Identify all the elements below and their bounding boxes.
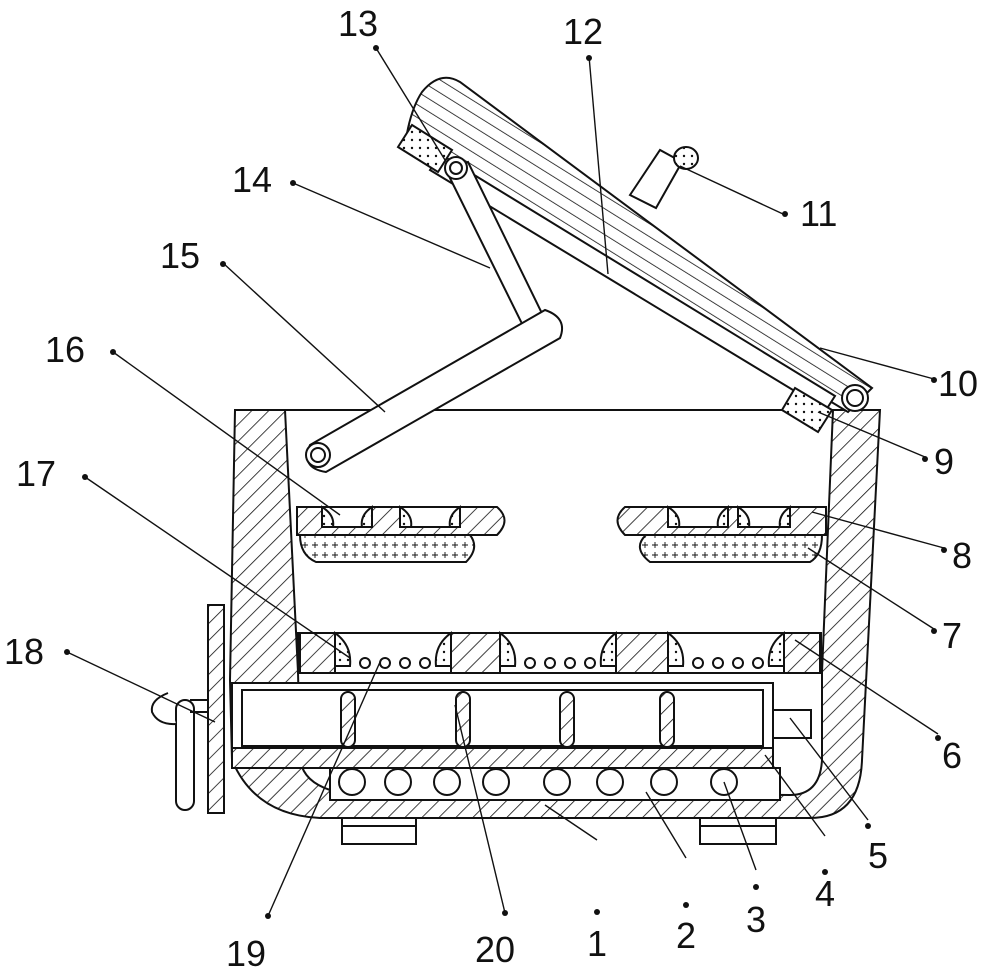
label-19: 19 <box>226 933 266 974</box>
drawer-pins <box>340 691 675 748</box>
support-rod <box>305 308 564 474</box>
label-14: 14 <box>232 159 272 200</box>
label-5: 5 <box>868 835 888 876</box>
right-upper-screen <box>616 505 827 563</box>
label-20: 20 <box>475 929 515 970</box>
label-3: 3 <box>746 899 766 940</box>
label-2: 2 <box>676 915 696 956</box>
label-12: 12 <box>563 11 603 52</box>
leader-dots <box>64 45 947 919</box>
lower-screen <box>297 631 822 674</box>
leader-lines <box>66 47 945 917</box>
label-10: 10 <box>938 363 978 404</box>
label-6: 6 <box>942 735 962 776</box>
label-15: 15 <box>160 235 200 276</box>
label-18: 18 <box>4 631 44 672</box>
lid <box>396 76 874 434</box>
label-1: 1 <box>587 923 607 964</box>
feet <box>341 817 777 845</box>
label-17: 17 <box>16 453 56 494</box>
label-7: 7 <box>942 615 962 656</box>
label-8: 8 <box>952 535 972 576</box>
drawer <box>231 682 774 769</box>
left-upper-screen <box>296 505 506 563</box>
label-4: 4 <box>815 873 835 914</box>
switch <box>772 709 812 739</box>
label-11: 11 <box>800 193 837 234</box>
drawer-handle <box>150 604 225 814</box>
lid-knob <box>628 146 699 210</box>
label-16: 16 <box>45 329 85 370</box>
label-13: 13 <box>338 3 378 44</box>
label-9: 9 <box>934 441 954 482</box>
